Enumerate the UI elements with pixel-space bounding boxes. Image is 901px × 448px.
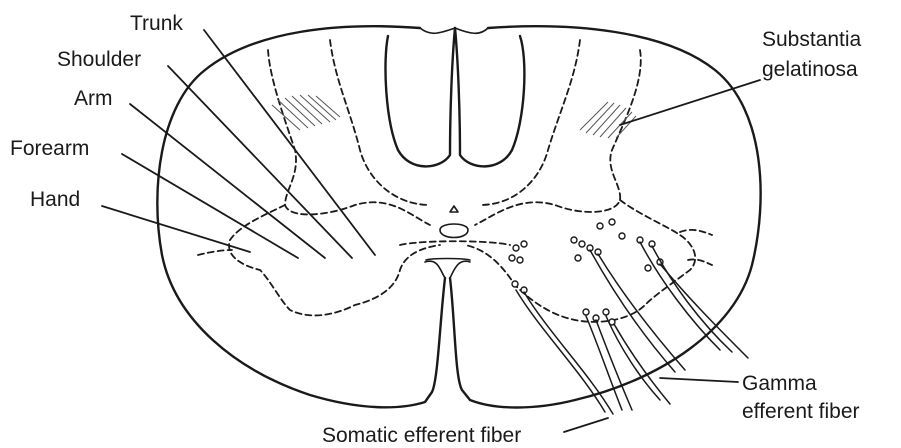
label-shoulder: Shoulder xyxy=(57,48,141,71)
shoulder-leader xyxy=(168,66,352,258)
trunk-leader xyxy=(204,30,375,255)
label-somatic-efferent: Somatic efferent fiber xyxy=(322,424,521,447)
label-gamma-line2: efferent fiber xyxy=(742,400,860,423)
leader-lines xyxy=(102,30,760,432)
label-substantia-line1: Substantia xyxy=(762,28,862,51)
somatic-efferent-leader xyxy=(564,418,608,432)
label-gamma-line1: Gamma xyxy=(742,372,817,395)
grey-matter-outline xyxy=(198,40,712,322)
gamma-efferent-fibers xyxy=(590,242,748,372)
substantia-gelatinosa-hatching-right xyxy=(580,102,636,138)
gamma-efferent-leader xyxy=(660,378,738,382)
label-arm: Arm xyxy=(74,87,113,110)
label-trunk: Trunk xyxy=(130,12,183,35)
substantia-gelatinosa-leader xyxy=(620,80,760,125)
spinal-cord-outline xyxy=(157,26,760,407)
forearm-leader xyxy=(122,154,298,258)
label-forearm: Forearm xyxy=(10,137,89,160)
label-substantia-line2: gelatinosa xyxy=(762,58,858,81)
label-hand: Hand xyxy=(30,188,80,211)
hand-leader xyxy=(102,206,250,252)
